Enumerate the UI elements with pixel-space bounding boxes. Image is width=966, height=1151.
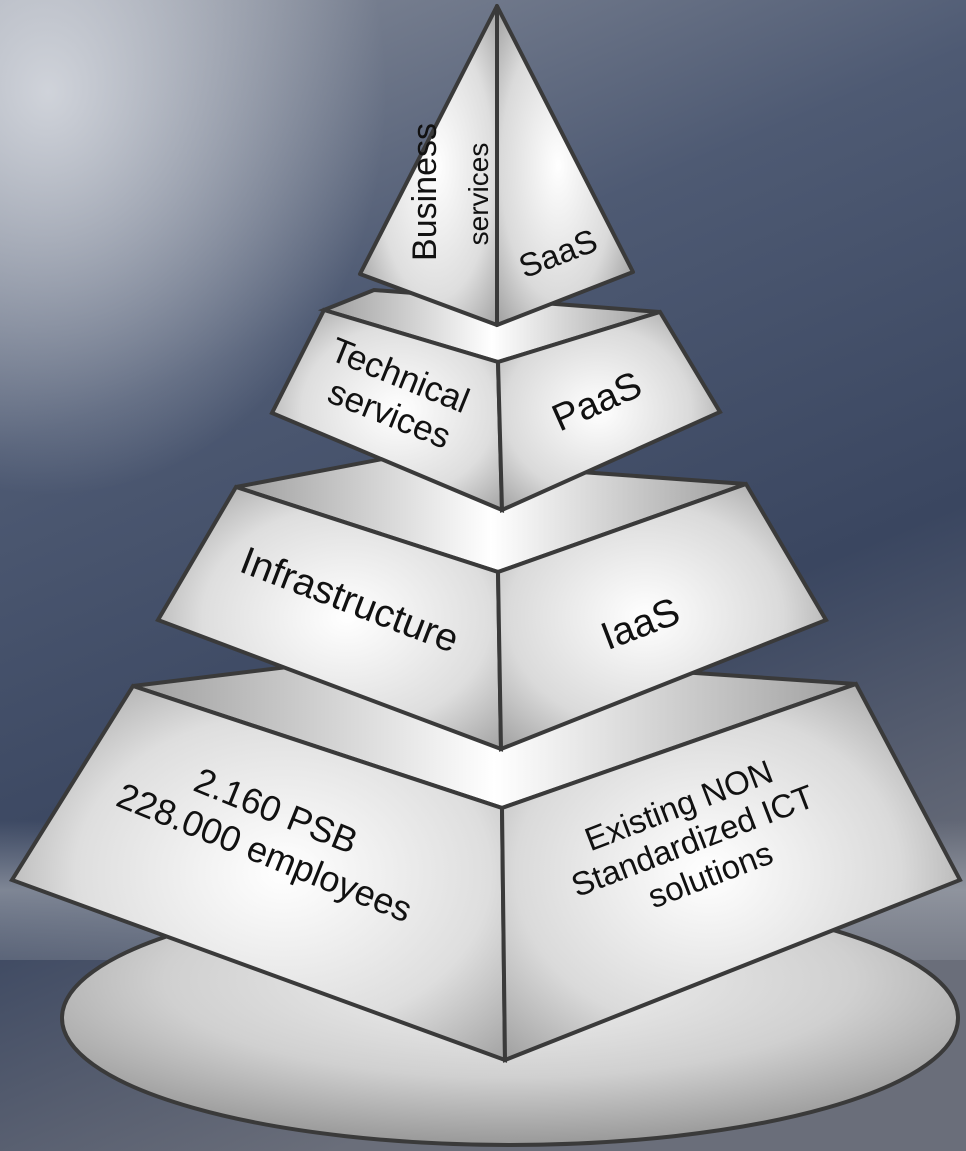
tier-second: Technical services PaaS — [269, 287, 723, 514]
tier-third: Infrastructure IaaS — [155, 455, 829, 752]
tier-base-right-face — [499, 681, 963, 1063]
tier-top-left-line-2: services — [463, 143, 494, 246]
tier-top: Business services SaaS — [358, 4, 635, 327]
tier-third-right-face — [495, 481, 829, 752]
tier-top-right-face — [495, 4, 635, 327]
tier-base: 2.160 PSB 228.000 employees Existing NON… — [8, 650, 963, 1063]
tier-second-right-face — [495, 309, 723, 514]
tier-top-left-line-1: Business — [406, 123, 444, 261]
tier-top-left-label: Business — [406, 123, 444, 261]
tier-top-left-label-2: services — [463, 143, 494, 246]
